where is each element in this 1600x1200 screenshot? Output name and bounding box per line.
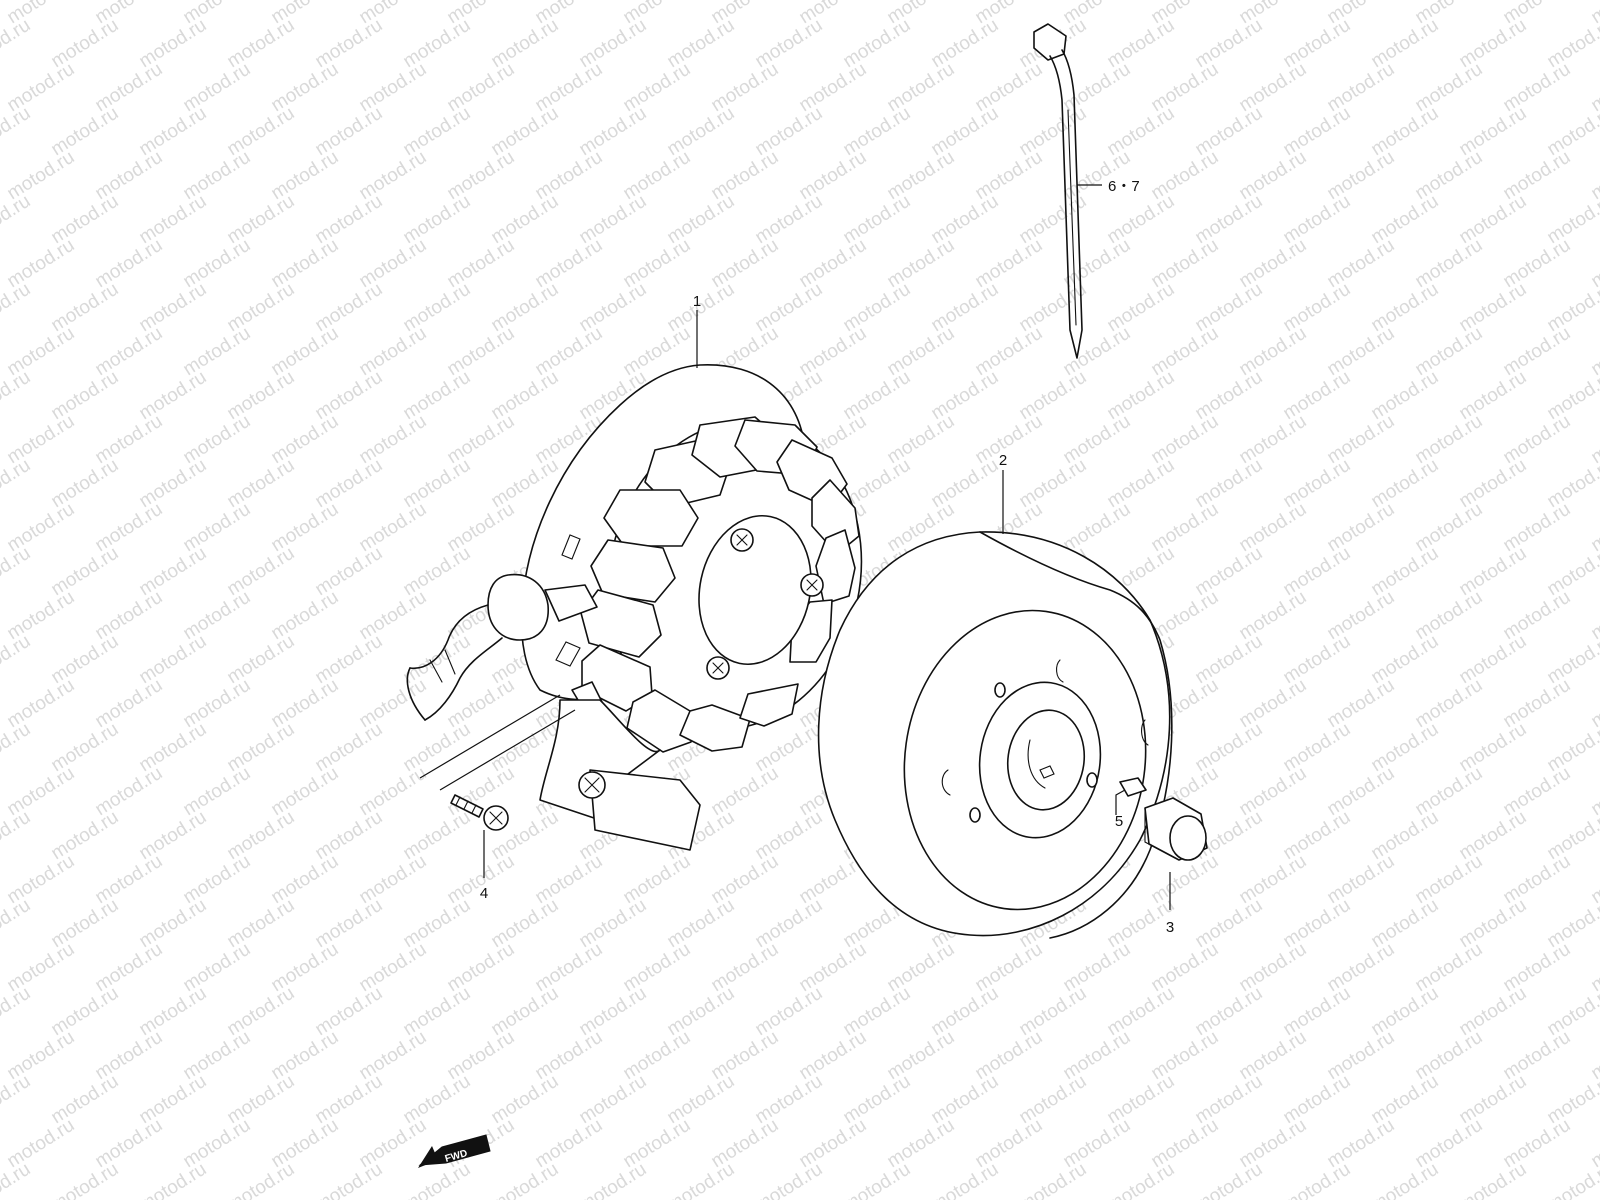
watermark-text: motod.ru [0,807,34,865]
watermark-text: motod.ru [1192,1159,1267,1200]
watermark-text: motod.ru [1280,1159,1355,1200]
watermark-text: motod.ru [1544,1071,1600,1129]
watermark-text: motod.ru [1544,1159,1600,1200]
watermark-text: motod.ru [1544,455,1600,513]
watermark-text: motod.ru [1104,1159,1179,1200]
callout-3: 3 [1166,919,1174,936]
stator-assembly [406,364,863,851]
watermark-text: motod.ru [1544,367,1600,425]
watermark-text: motod.ru [664,1159,739,1200]
watermark-text: motod.ru [0,191,34,249]
watermark-text: motod.ru [928,1159,1003,1200]
callout-6-7: 6・7 [1108,178,1140,195]
watermark-text: motod.ru [0,543,34,601]
callout-labels: 1 2 3 4 5 6・7 [480,178,1174,936]
stator-coils [580,416,860,753]
watermark-text: motod.ru [1544,279,1600,337]
watermark-text: motod.ru [0,631,34,689]
watermark-text: motod.ru [752,1159,827,1200]
watermark-text: motod.ru [1544,15,1600,73]
watermark-text: motod.ru [488,1159,563,1200]
watermark-text: motod.ru [840,1159,915,1200]
watermark-text: motod.ru [136,1159,211,1200]
rotor-nut [1144,797,1208,861]
watermark-text: motod.ru [0,983,34,1041]
watermark-text: motod.ru [0,895,34,953]
watermark-text: motod.ru [0,15,34,73]
watermark-text: motod.ru [0,455,34,513]
watermark-text: motod.ru [1544,543,1600,601]
watermark-text: motod.ru [224,1159,299,1200]
watermark-text: motod.ru [400,1159,475,1200]
callout-5: 5 [1115,813,1123,830]
stator-screw [450,794,509,831]
watermark-text: motod.ru [0,719,34,777]
watermark-text: motod.ru [1544,895,1600,953]
watermark-text: motod.ru [1544,719,1600,777]
watermark-text: motod.ru [1456,1159,1531,1200]
cable-tie [1033,23,1083,359]
watermark-text: motod.ru [1544,191,1600,249]
watermark-text: motod.ru [0,1159,34,1200]
watermark-text: motod.ru [48,1159,123,1200]
watermark-text: motod.ru [0,103,34,161]
watermark-text: motod.ru [1544,807,1600,865]
callout-2: 2 [999,452,1007,469]
watermark-text: motod.ru [0,1071,34,1129]
watermark-text: motod.ru [0,279,34,337]
rotor-flywheel [817,531,1173,939]
watermark-text: motod.ru [1544,103,1600,161]
watermark-text: motod.ru [1544,983,1600,1041]
watermark-text: motod.ru [1368,1159,1443,1200]
callout-1: 1 [693,293,701,310]
watermark-text: motod.ru [1016,1159,1091,1200]
watermark-text: motod.ru [0,367,34,425]
leader-lines [419,184,1171,910]
watermark-text: motod.ru [312,1159,387,1200]
watermark-text: motod.ru [576,1159,651,1200]
watermark-text: motod.ru [1544,631,1600,689]
callout-4: 4 [480,885,488,902]
